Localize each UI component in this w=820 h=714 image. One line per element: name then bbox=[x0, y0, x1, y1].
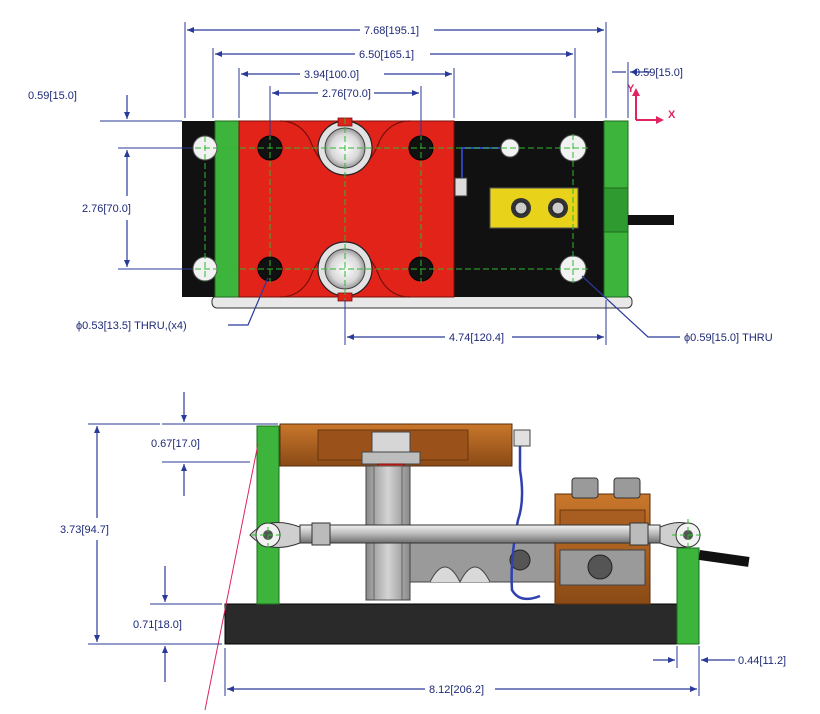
green-post-right bbox=[676, 547, 700, 645]
dim-offset-right: 0.59[15.0] bbox=[612, 62, 683, 118]
callout-large-hole: ϕ0.59[15.0] THRU bbox=[581, 275, 773, 344]
dim-inner-hole-spacing: 2.76[70.0] bbox=[269, 86, 422, 136]
bottom-rail bbox=[211, 295, 633, 309]
green-plate-left bbox=[214, 120, 240, 298]
dim-center-to-edge-text: 4.74[120.4] bbox=[449, 332, 504, 344]
dim-base-text: 0.71[18.0] bbox=[133, 619, 182, 631]
dim-end-plate-text: 0.44[11.2] bbox=[738, 655, 786, 667]
blue-cable bbox=[510, 444, 541, 601]
axis-x-label: X bbox=[668, 109, 676, 121]
dim-hole-spacing-vertical: 2.76[70.0] bbox=[82, 147, 192, 270]
dim-offset-right-text: 0.59[15.0] bbox=[634, 67, 683, 79]
callout-small-holes: ϕ0.53[13.5] THRU,(x4) bbox=[76, 277, 269, 332]
dim-base: 0.71[18.0] bbox=[133, 566, 222, 682]
top-view: Y X 7.68[195.1] 6.50[165.1] 3.94[100.0] bbox=[28, 22, 773, 345]
dim-top-plate: 0.67[17.0] bbox=[151, 392, 278, 496]
pink-leader bbox=[204, 443, 259, 711]
dim-offset-left: 0.59[15.0] bbox=[28, 90, 182, 122]
dim-base-length-text: 8.12[206.2] bbox=[429, 684, 484, 696]
side-cable bbox=[698, 549, 750, 567]
dim-base-length: 8.12[206.2] bbox=[224, 648, 700, 696]
dim-center-to-edge: 4.74[120.4] bbox=[344, 300, 607, 345]
dim-bolt-spacing: 6.50[165.1] bbox=[212, 48, 576, 118]
side-view: 0.67[17.0] 3.73[94.7] 0.71[18.0] 0.44[11… bbox=[60, 392, 786, 711]
green-plate-slot bbox=[603, 187, 629, 233]
cable bbox=[628, 215, 674, 225]
dim-end-plate: 0.44[11.2] bbox=[653, 646, 786, 668]
dim-overall-length: 7.68[195.1] bbox=[184, 22, 607, 118]
dim-hole-spacing-vertical-text: 2.76[70.0] bbox=[82, 203, 131, 215]
centerlines-top bbox=[195, 118, 588, 300]
screw-2 bbox=[613, 477, 641, 499]
dim-offset-left-text: 0.59[15.0] bbox=[28, 90, 77, 102]
tie-rod bbox=[249, 522, 701, 548]
dim-top-plate-text: 0.67[17.0] bbox=[151, 438, 200, 450]
callout-small-holes-text: ϕ0.53[13.5] THRU,(x4) bbox=[76, 320, 187, 332]
base-plate bbox=[224, 603, 678, 645]
dim-inner-hole-spacing-text: 2.76[70.0] bbox=[322, 88, 371, 100]
centerlines-side bbox=[252, 519, 704, 551]
dim-overall-height: 3.73[94.7] bbox=[60, 423, 222, 645]
sensor-connector bbox=[454, 177, 468, 197]
dim-bolt-spacing-text: 6.50[165.1] bbox=[359, 49, 414, 61]
dim-overall-length-text: 7.68[195.1] bbox=[364, 25, 419, 37]
screw-1 bbox=[571, 477, 599, 499]
dim-red-block-width: 3.94[100.0] bbox=[238, 68, 455, 118]
green-post-left bbox=[256, 425, 280, 605]
axis-indicator: Y X bbox=[627, 83, 676, 124]
callout-large-hole-text: ϕ0.59[15.0] THRU bbox=[684, 332, 773, 344]
axis-y-label: Y bbox=[627, 83, 635, 95]
dim-red-block-width-text: 3.94[100.0] bbox=[304, 69, 359, 81]
dim-overall-height-text: 3.73[94.7] bbox=[60, 524, 109, 536]
